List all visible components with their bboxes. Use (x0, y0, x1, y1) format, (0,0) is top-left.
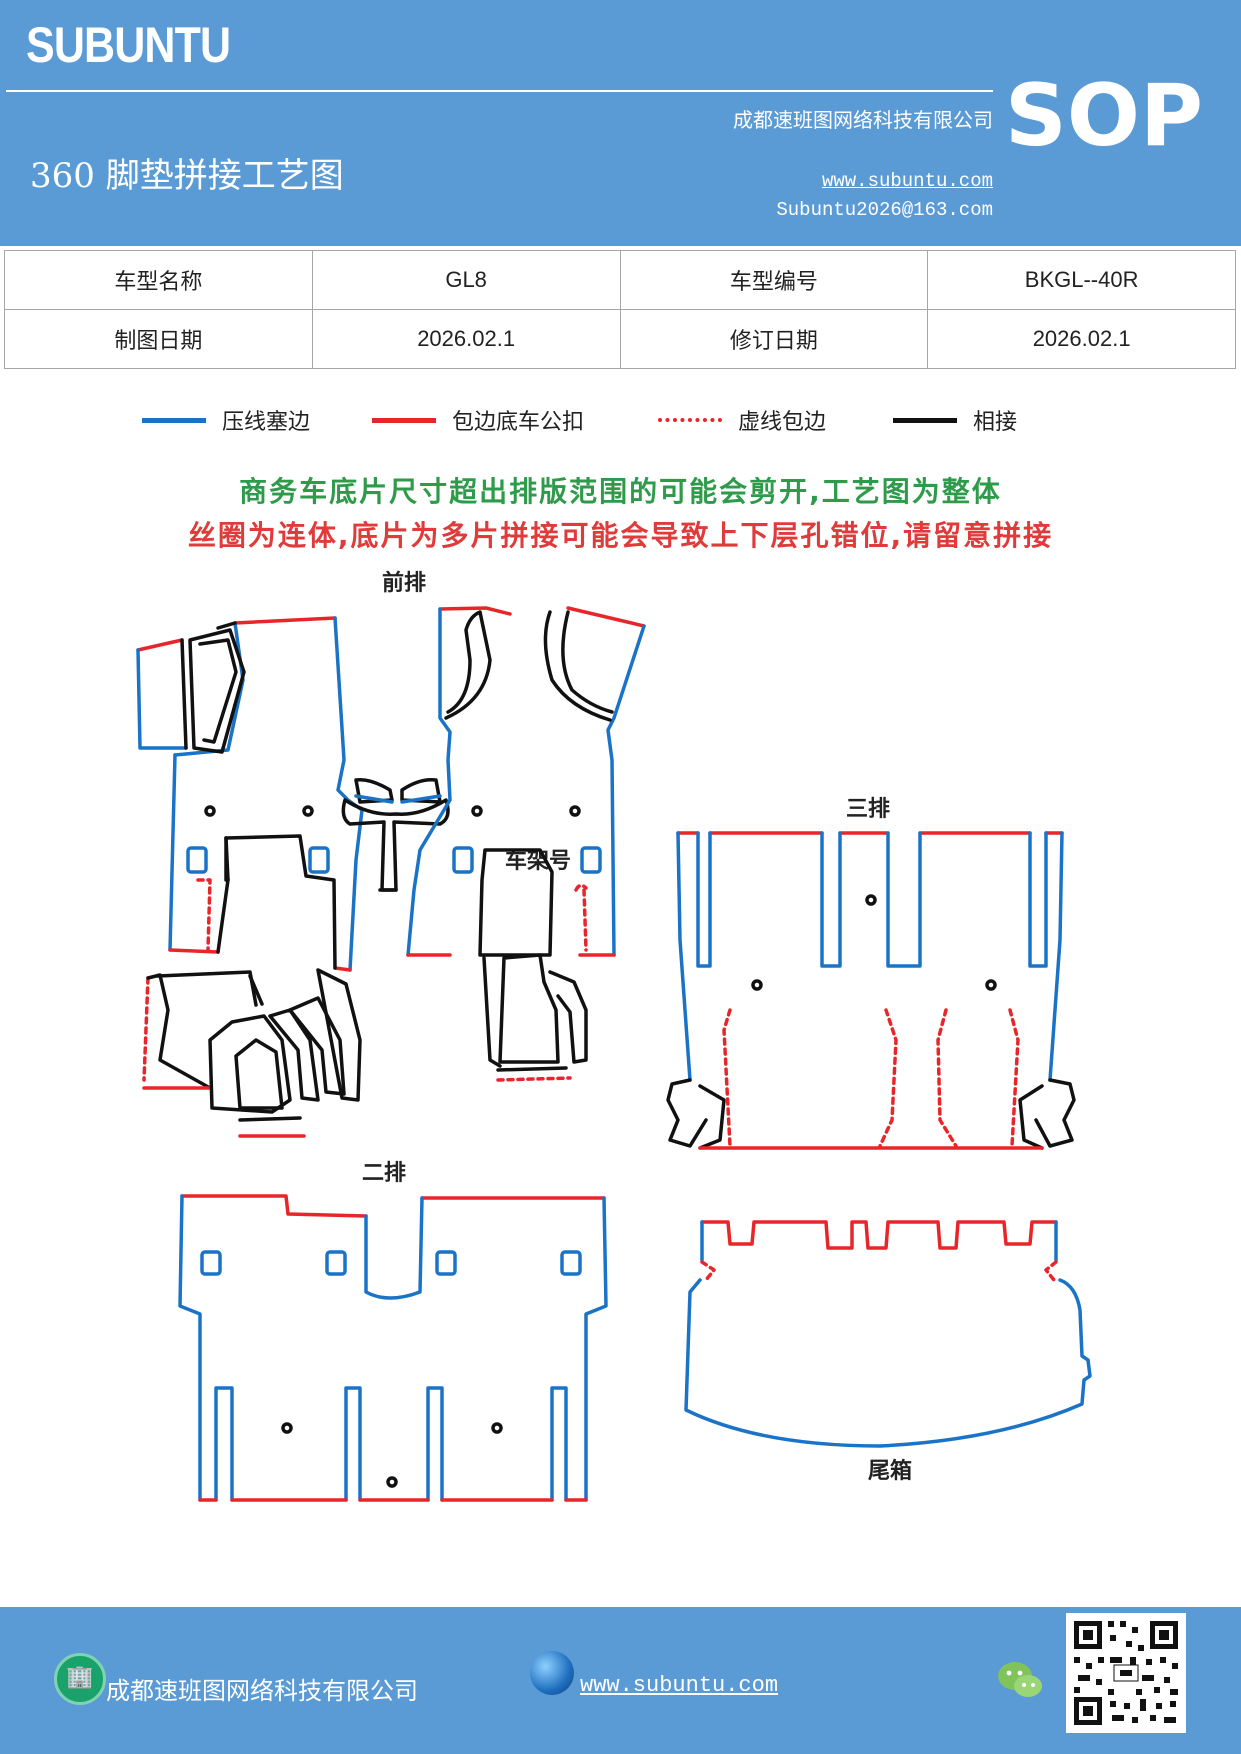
label-second-row: 二排 (362, 1161, 406, 1186)
legend-item: 压线塞边 (142, 402, 310, 438)
legend-item: 相接 (893, 402, 1017, 438)
line-legend: 压线塞边 包边底车公扣 虚线包边 相接 (0, 402, 1241, 438)
draw-date-label: 制图日期 (4, 309, 313, 369)
front-right-lower-pieces (482, 953, 588, 1082)
brand-logo: SUBUNTU (26, 17, 231, 73)
legend-swatch-red (372, 417, 436, 423)
front-left-side-pieces (136, 628, 246, 754)
legend-item: 包边底车公扣 (372, 402, 584, 438)
label-third-row: 三排 (846, 797, 890, 822)
building-icon: 🏢 (54, 1653, 106, 1705)
legend-swatch-black (893, 417, 957, 423)
header-email[interactable]: Subuntu2026@163.com (776, 199, 993, 221)
page-title: 360 脚垫拼接工艺图 (30, 156, 344, 196)
label-trunk: 尾箱 (868, 1458, 912, 1484)
legend-swatch-red-dashed (658, 418, 722, 422)
front-lower-pieces (142, 968, 362, 1138)
wechat-icon[interactable] (996, 1659, 1044, 1701)
legend-item: 虚线包边 (658, 402, 826, 438)
header-divider (6, 90, 993, 92)
draw-date-value: 2026.02.1 (311, 309, 621, 369)
table-row: 车型名称 GL8 车型编号 BKGL--40R (4, 250, 1236, 310)
front-right-mat (406, 606, 646, 957)
footer-company: 成都速班图网络科技有限公司 (106, 1677, 418, 1705)
legend-label: 相接 (973, 410, 1018, 435)
model-name-value: GL8 (311, 250, 621, 310)
sop-badge: SOP (1004, 66, 1203, 166)
info-table: 车型名称 GL8 车型编号 BKGL--40R 制图日期 2026.02.1 修… (4, 250, 1236, 369)
label-vin: 车架号 (505, 848, 571, 874)
trunk-mat (684, 1220, 1092, 1448)
footer-website-link[interactable]: www.subuntu.com (580, 1673, 779, 1698)
notice-line-1: 商务车底片尺寸超出排版范围的可能会剪开,工艺图为整体 (239, 475, 1002, 508)
model-name-label: 车型名称 (4, 250, 313, 310)
floor-mat-diagram: 前排 车架号 三排 二排 尾箱 (136, 570, 1092, 1502)
label-front-row: 前排 (382, 570, 426, 596)
globe-icon (530, 1651, 574, 1695)
notice-line-2: 丝圈为连体,底片为多片拼接可能会导致上下层孔错位,请留意拼接 (187, 519, 1054, 552)
page-footer: 🏢 成都速班图网络科技有限公司 www.subuntu.com (0, 1607, 1241, 1754)
legend-label: 压线塞边 (222, 410, 311, 435)
qr-code[interactable] (1066, 1613, 1186, 1733)
page-header: SUBUNTU 成都速班图网络科技有限公司 360 脚垫拼接工艺图 www.su… (0, 0, 1241, 246)
model-code-label: 车型编号 (619, 250, 929, 310)
model-code-value: BKGL--40R (927, 250, 1236, 310)
table-row: 制图日期 2026.02.1 修订日期 2026.02.1 (4, 309, 1236, 369)
revise-date-value: 2026.02.1 (927, 309, 1236, 369)
legend-label: 虚线包边 (738, 410, 827, 435)
header-company: 成都速班图网络科技有限公司 (733, 108, 993, 132)
second-row-mat (178, 1194, 608, 1502)
header-website-link[interactable]: www.subuntu.com (821, 170, 993, 192)
revise-date-label: 修订日期 (619, 309, 929, 369)
legend-label: 包边底车公扣 (452, 410, 585, 435)
third-row-mat (666, 831, 1076, 1150)
legend-swatch-blue (142, 417, 206, 423)
front-left-mat (168, 616, 364, 972)
